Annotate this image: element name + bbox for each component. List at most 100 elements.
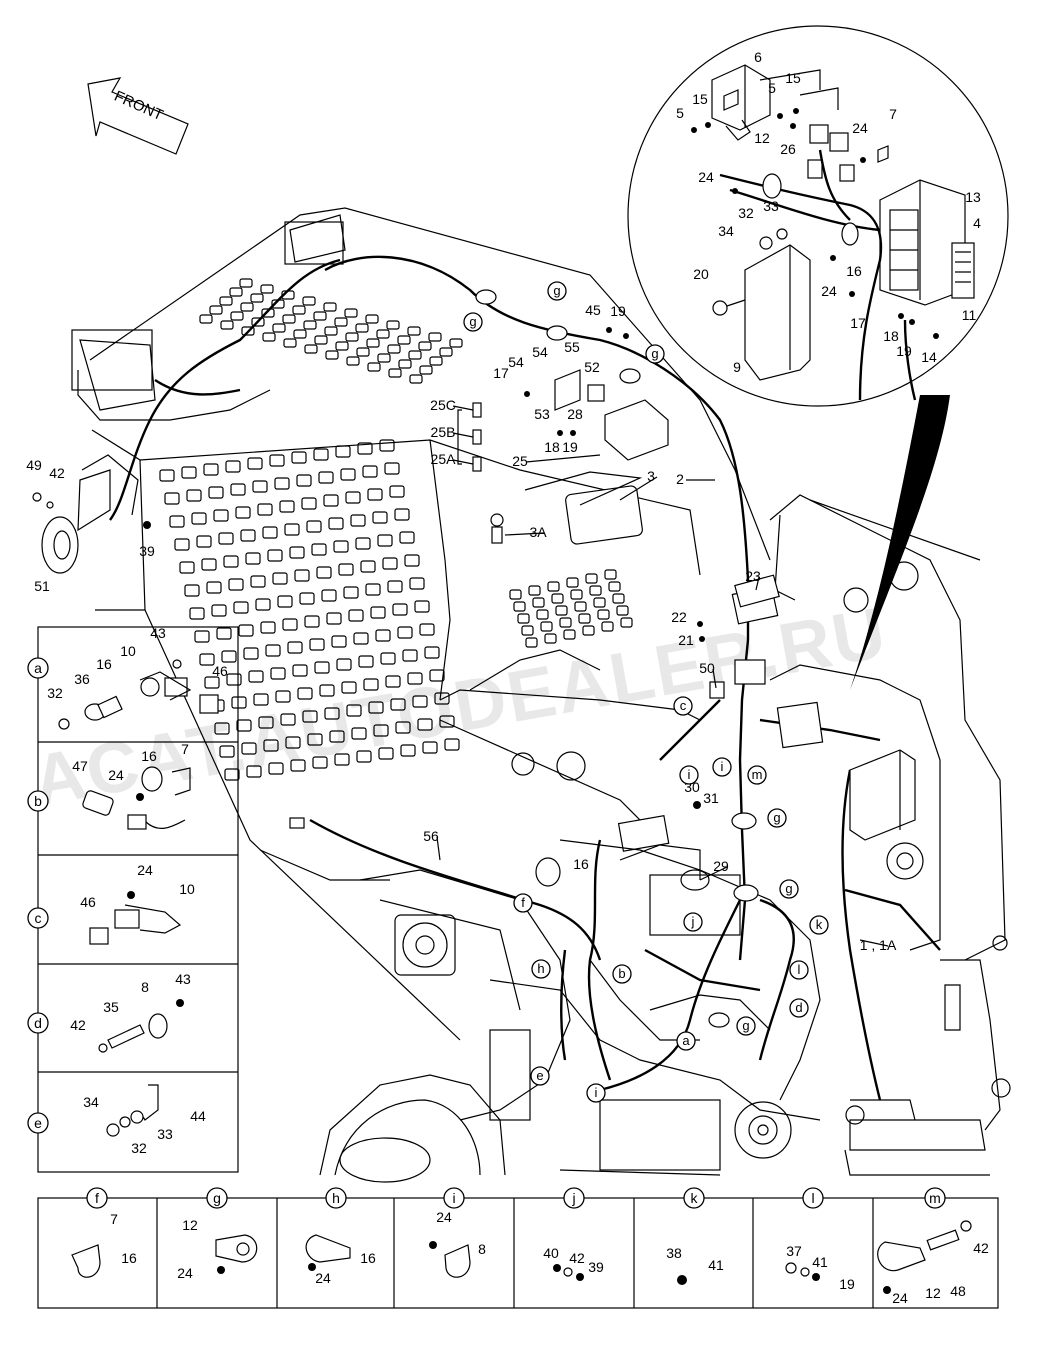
mesh-cell: [555, 605, 568, 616]
letter-marker-g[interactable]: g: [645, 344, 665, 364]
mesh-cell: [186, 489, 202, 502]
callout-number: 32: [47, 685, 63, 701]
callout-number: 3: [647, 468, 655, 484]
callout-number: 5: [768, 80, 776, 96]
mesh-cell: [372, 511, 388, 524]
callout-number: 7: [181, 741, 189, 757]
mesh-cell: [277, 595, 293, 608]
letter-marker-m[interactable]: m: [747, 765, 767, 785]
letter-marker-l[interactable]: l: [789, 960, 809, 980]
letter-marker-g[interactable]: g: [736, 1016, 756, 1036]
mesh-cell: [547, 581, 560, 592]
letter-marker-i[interactable]: i: [712, 757, 732, 777]
letter-marker-k[interactable]: k: [809, 915, 829, 935]
letter-marker-i[interactable]: i: [586, 1083, 606, 1103]
mesh-cell: [199, 314, 213, 324]
mesh-cell: [419, 623, 435, 636]
callout-number: 17: [850, 315, 866, 331]
marker-letter: e: [536, 1068, 543, 1083]
letter-marker-j[interactable]: j: [683, 912, 703, 932]
front-label: FRONT: [112, 88, 166, 125]
front-arrow: FRONT: [87, 77, 189, 155]
callout-number: 22: [671, 609, 687, 625]
mesh-cell: [224, 768, 240, 781]
mesh-cell: [333, 540, 349, 553]
marker-letter: g: [773, 810, 780, 825]
mesh-cell: [216, 627, 232, 640]
callout-number: 25C: [430, 397, 456, 413]
callout-number: 33: [763, 198, 779, 214]
mesh-cell: [241, 326, 255, 336]
mesh-cell: [521, 625, 534, 636]
callout-number: 46: [212, 663, 228, 679]
callout-number: 3A: [529, 524, 547, 540]
inset-section-e: e: [27, 1112, 49, 1134]
mesh-cell: [367, 488, 383, 501]
mesh-cell: [400, 744, 416, 757]
letter-marker-c[interactable]: c: [673, 696, 693, 716]
mesh-cell: [397, 335, 411, 345]
mesh-cell: [578, 613, 591, 624]
section-circle: [27, 657, 49, 679]
mesh-cell: [387, 580, 403, 593]
mesh-cell: [240, 529, 256, 542]
inset-section-b: b: [27, 790, 49, 812]
strip-section-k: k: [683, 1187, 705, 1209]
callout-number: 53: [534, 406, 550, 422]
callout-number: 18: [883, 328, 899, 344]
mesh-cell: [395, 721, 411, 734]
mesh-cell: [258, 716, 274, 729]
mesh-cell: [191, 512, 207, 525]
mesh-cell: [307, 733, 323, 746]
mesh-cell: [336, 658, 352, 671]
letter-marker-d[interactable]: d: [789, 998, 809, 1018]
callout-number: 43: [175, 971, 191, 987]
mesh-cell: [231, 696, 247, 709]
letter-marker-g[interactable]: g: [767, 808, 787, 828]
mesh-cell: [389, 485, 405, 498]
callout-number: 16: [96, 656, 112, 672]
letter-marker-g[interactable]: g: [547, 281, 567, 301]
mesh-cell: [424, 646, 440, 659]
callout-number: 28: [567, 406, 583, 422]
callout-number: 8: [478, 1241, 486, 1257]
mesh-cell: [283, 338, 297, 348]
mesh-cell: [201, 558, 217, 571]
mesh-cell: [221, 650, 237, 663]
letter-marker-h[interactable]: h: [531, 959, 551, 979]
mesh-cell: [377, 534, 393, 547]
strip-section-g: g: [206, 1187, 228, 1209]
mesh-cell: [355, 537, 371, 550]
rear-mesh: [509, 569, 633, 648]
callout-number: 24: [137, 862, 153, 878]
letter-marker-f[interactable]: f: [513, 893, 533, 913]
letter-marker-e[interactable]: e: [530, 1066, 550, 1086]
callout-number: 44: [190, 1108, 206, 1124]
mesh-cell: [313, 311, 327, 321]
mesh-cell: [351, 727, 367, 740]
letter-marker-b[interactable]: b: [612, 964, 632, 984]
callout-number: 20: [693, 266, 709, 282]
mesh-cell: [302, 710, 318, 723]
callout-number: 24: [892, 1290, 908, 1306]
mesh-cell: [220, 320, 234, 330]
mesh-cell: [414, 600, 430, 613]
letter-marker-i[interactable]: i: [679, 765, 699, 785]
mesh-cell: [214, 722, 230, 735]
section-letter: d: [34, 1015, 42, 1031]
mesh-cell: [397, 626, 413, 639]
letter-marker-g[interactable]: g: [779, 879, 799, 899]
mesh-cell: [291, 451, 307, 464]
mesh-cell: [335, 445, 351, 458]
letter-marker-a[interactable]: a: [676, 1031, 696, 1051]
detail-circle: [627, 25, 1009, 690]
mesh-cell: [321, 589, 337, 602]
marker-circle: [809, 915, 829, 935]
letter-marker-g[interactable]: g: [463, 312, 483, 332]
mesh-cell: [179, 561, 195, 574]
marker-circle: [513, 893, 533, 913]
section-letter: h: [332, 1190, 340, 1206]
mesh-cell: [340, 468, 356, 481]
